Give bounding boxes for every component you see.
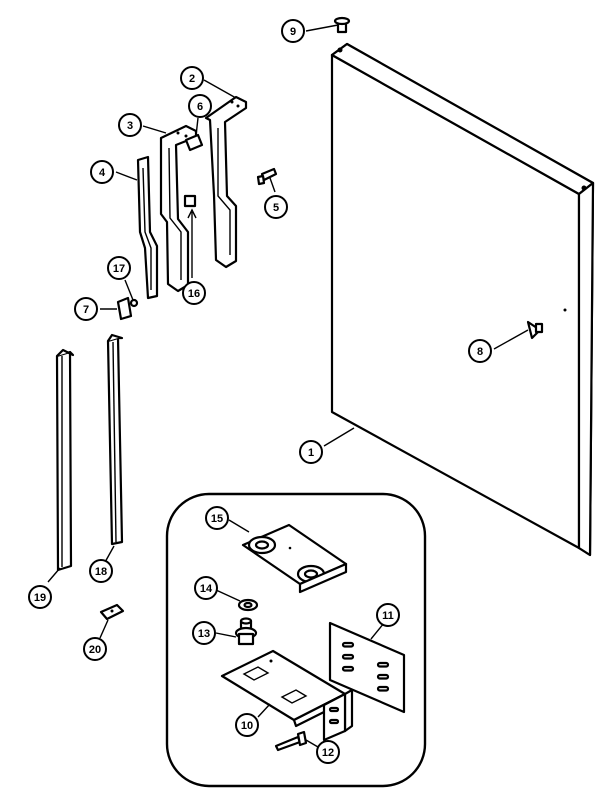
callout-10: 10 (235, 713, 259, 737)
gasket-strip (103, 333, 124, 565)
callout-13-label: 13 (198, 628, 210, 640)
callout-6: 6 (188, 94, 212, 118)
top-pin (305, 16, 351, 34)
door-screw (493, 320, 544, 350)
callout-9-label: 9 (290, 26, 296, 38)
callout-12-label: 12 (322, 747, 334, 759)
callout-17: 17 (107, 256, 131, 280)
callout-6-label: 6 (197, 101, 203, 113)
callout-17-label: 17 (113, 263, 125, 275)
square-nut (183, 194, 197, 278)
callout-15-label: 15 (211, 513, 223, 525)
callout-19-label: 19 (34, 592, 46, 604)
door-panel (330, 42, 595, 557)
callout-4-label: 4 (99, 167, 106, 179)
callout-7: 7 (74, 297, 98, 321)
callout-5-label: 5 (273, 202, 279, 214)
callout-9: 9 (281, 19, 305, 43)
small-clip (184, 117, 204, 152)
callout-7-label: 7 (83, 304, 89, 316)
callout-18-label: 18 (95, 566, 107, 578)
callout-16-label: 16 (188, 288, 200, 300)
hinge-screw (256, 167, 278, 193)
callout-12: 12 (316, 740, 340, 764)
callout-3-label: 3 (127, 120, 133, 132)
callout-8: 8 (468, 339, 492, 363)
callout-1: 1 (299, 440, 323, 464)
callout-11-label: 11 (382, 610, 394, 622)
callout-14: 14 (194, 576, 218, 600)
callout-1-label: 1 (308, 447, 314, 459)
inset-detail-box (165, 492, 427, 788)
callout-8-label: 8 (477, 346, 483, 358)
strap-left (115, 155, 159, 300)
callout-19: 19 (28, 585, 52, 609)
end-clip (100, 296, 133, 321)
callout-15: 15 (205, 506, 229, 530)
callout-3: 3 (118, 113, 142, 137)
small-bracket (99, 603, 125, 639)
tiny-screw (124, 279, 139, 308)
callout-16: 16 (182, 281, 206, 305)
callout-20-label: 20 (89, 644, 101, 656)
callout-2-label: 2 (189, 73, 195, 85)
callout-13: 13 (192, 621, 216, 645)
callout-5: 5 (264, 195, 288, 219)
callout-10-label: 10 (241, 720, 253, 732)
callout-14-label: 14 (200, 583, 213, 595)
callout-18: 18 (89, 559, 113, 583)
hinge-strap-long (203, 79, 248, 269)
callout-20: 20 (83, 637, 107, 661)
callout-2: 2 (180, 66, 204, 90)
long-channel (47, 348, 75, 583)
callout-11: 11 (376, 603, 400, 627)
callout-4: 4 (90, 160, 114, 184)
